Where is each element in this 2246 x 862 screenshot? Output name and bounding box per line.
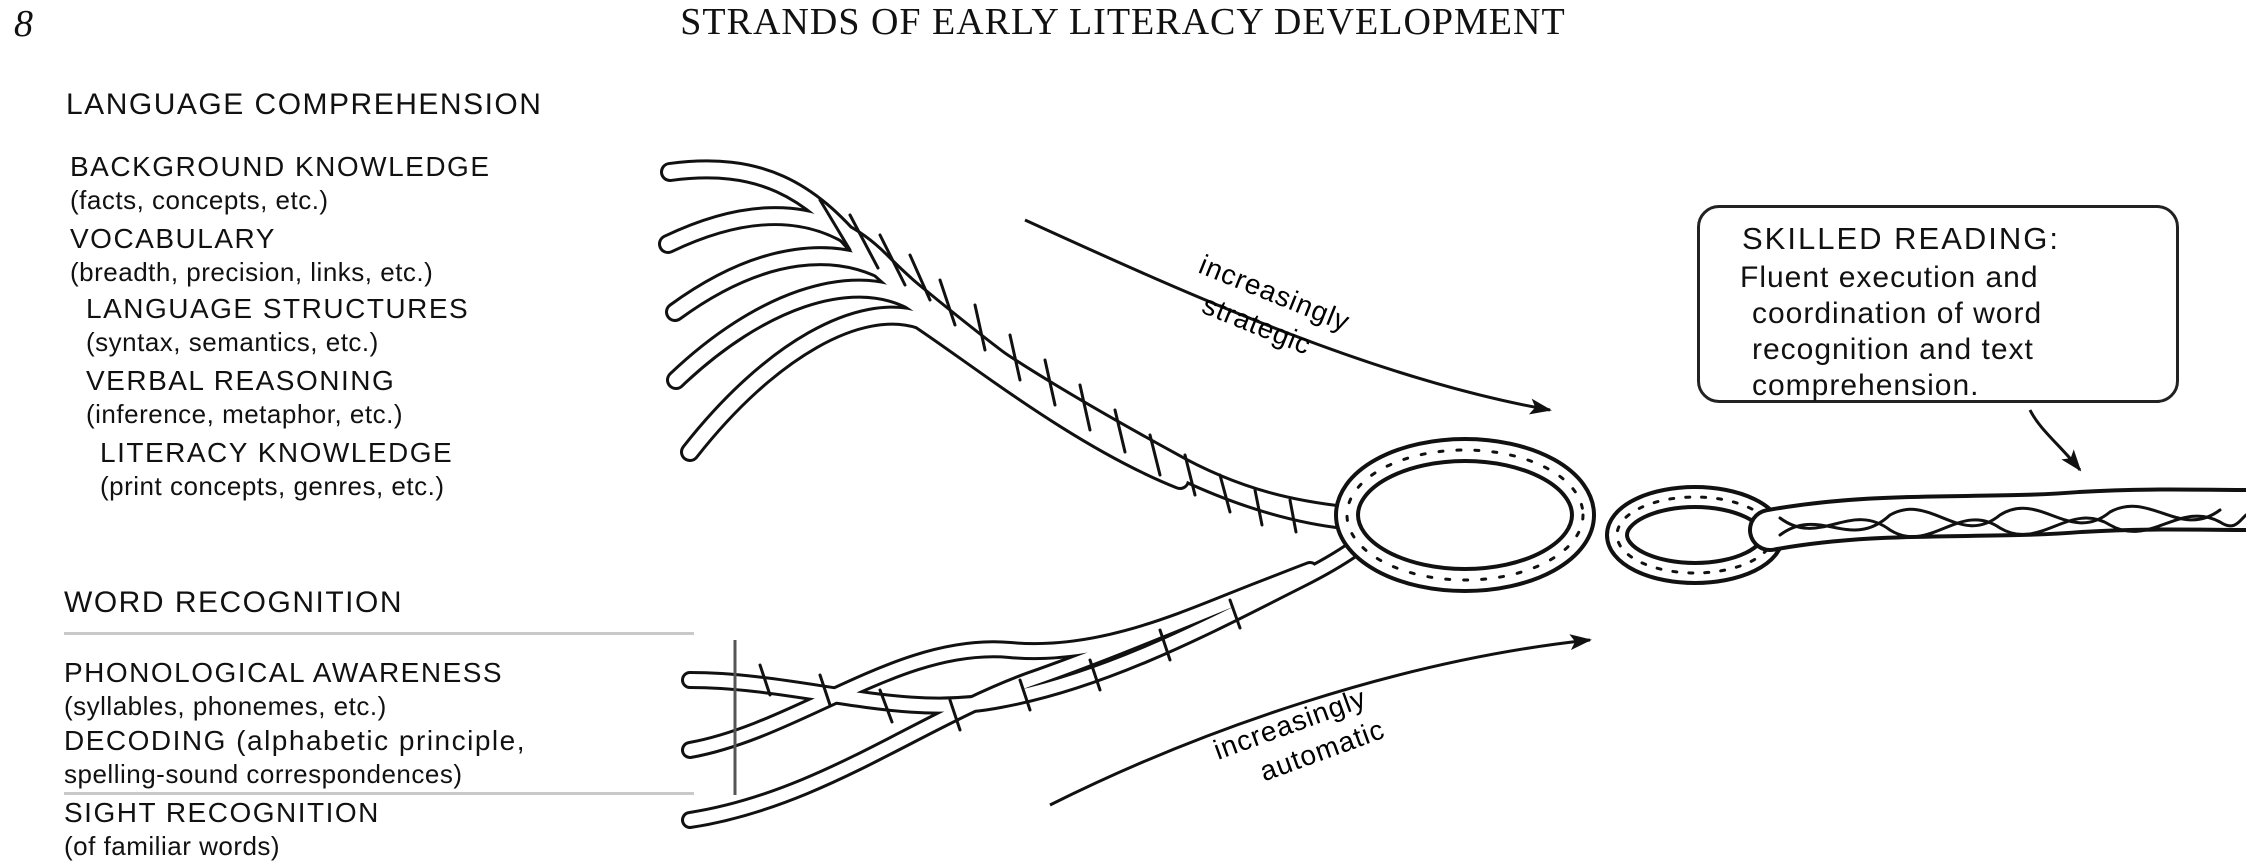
callout-line: recognition and text [1752, 332, 2156, 368]
callout-pointer-arrow [2030, 410, 2080, 470]
automatic-label: increasingly automatic [1209, 680, 1388, 800]
callout-line: coordination of word [1752, 296, 2156, 332]
callout-heading: SKILLED READING: [1742, 218, 2156, 260]
callout-line: Fluent execution and [1740, 260, 2156, 296]
skilled-reading-callout: SKILLED READING: Fluent execution and co… [1697, 205, 2179, 403]
callout-line: comprehension. [1752, 368, 2156, 404]
braided-loops [1347, 450, 2246, 580]
language-comprehension-strands [668, 169, 1345, 532]
word-recognition-strands [690, 548, 1355, 820]
strategic-label: increasingly strategic [1181, 249, 1354, 371]
